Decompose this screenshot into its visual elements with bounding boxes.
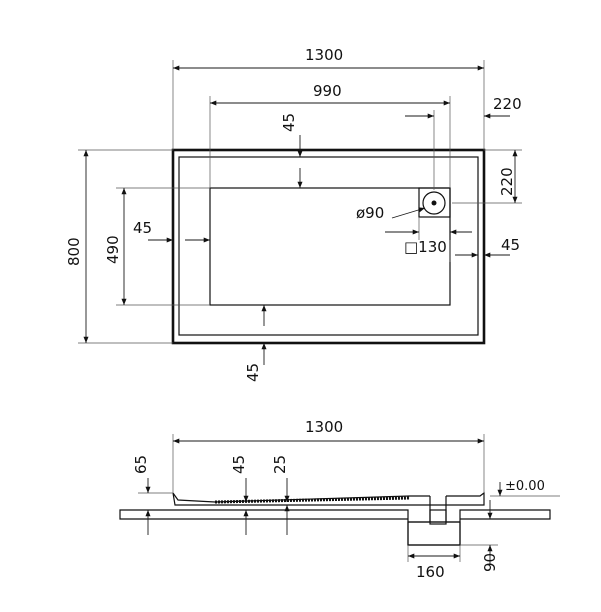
tray-surface-hatch (214, 496, 411, 504)
tray-rim-inner (178, 156, 479, 336)
drain-square (418, 187, 451, 218)
dim-rim-right: 45 (501, 236, 520, 254)
label-drain-square: □130 (404, 238, 447, 256)
dim-plan-height-total: 800 (65, 237, 83, 266)
dim-plan-width-inner: 990 (313, 82, 342, 100)
dim-rim-top: 45 (280, 113, 298, 132)
dim-section-65: 65 (132, 455, 150, 474)
drain-circle (422, 191, 446, 215)
dim-drain-offset-y: 220 (498, 167, 516, 196)
dim-section-45: 45 (230, 455, 248, 474)
drain-well (407, 521, 461, 546)
label-drain-diameter: ø90 (356, 204, 384, 222)
tray-outer (171, 148, 486, 345)
dim-drain-offset-x: 220 (493, 95, 522, 113)
floor-slab (119, 509, 551, 546)
dim-plan-height-inner: 490 (104, 235, 122, 264)
dim-rim-bottom: 45 (244, 363, 262, 382)
label-level: ±0.00 (505, 479, 545, 494)
dim-section-25: 25 (271, 455, 289, 474)
plan-view: 1300 990 220 45 220 ø90 □130 45 (65, 46, 522, 382)
dim-plan-width-total: 1300 (305, 46, 343, 64)
dim-section-90: 90 (481, 553, 499, 572)
dim-section-160: 160 (416, 563, 445, 581)
dim-section-width: 1300 (305, 418, 343, 436)
drain-trap (429, 509, 447, 525)
section-view: 1300 65 45 25 ±0.00 90 160 (119, 418, 560, 581)
drain-center (431, 200, 437, 206)
dim-rim-left: 45 (133, 219, 152, 237)
